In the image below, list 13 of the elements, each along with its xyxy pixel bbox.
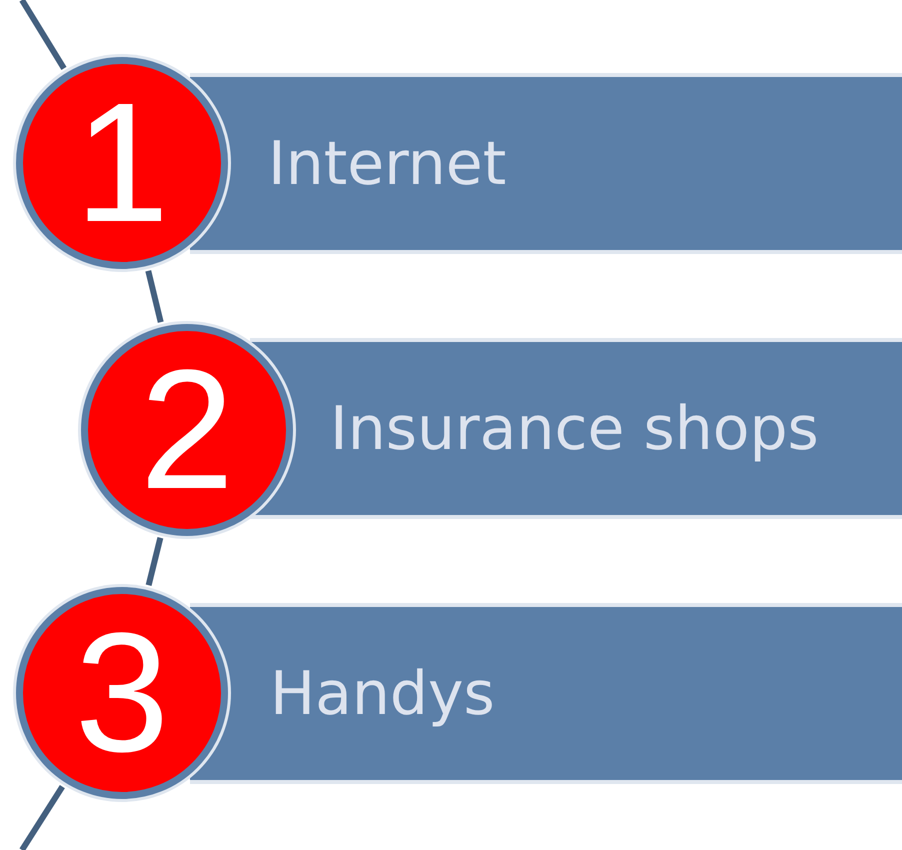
step-label: Handys xyxy=(270,658,495,728)
step-number: 1 xyxy=(74,78,170,248)
banner-bar xyxy=(250,342,902,515)
step-label: Internet xyxy=(268,128,506,198)
step-label: Insurance shops xyxy=(330,394,819,464)
banner-bar xyxy=(190,77,902,250)
connector-line xyxy=(19,785,65,850)
connector-line xyxy=(145,270,164,323)
connector-line xyxy=(19,0,67,70)
banner-bar xyxy=(190,607,902,780)
step-number: 3 xyxy=(74,608,170,778)
step-number: 2 xyxy=(140,345,234,515)
connector-line xyxy=(146,537,164,586)
